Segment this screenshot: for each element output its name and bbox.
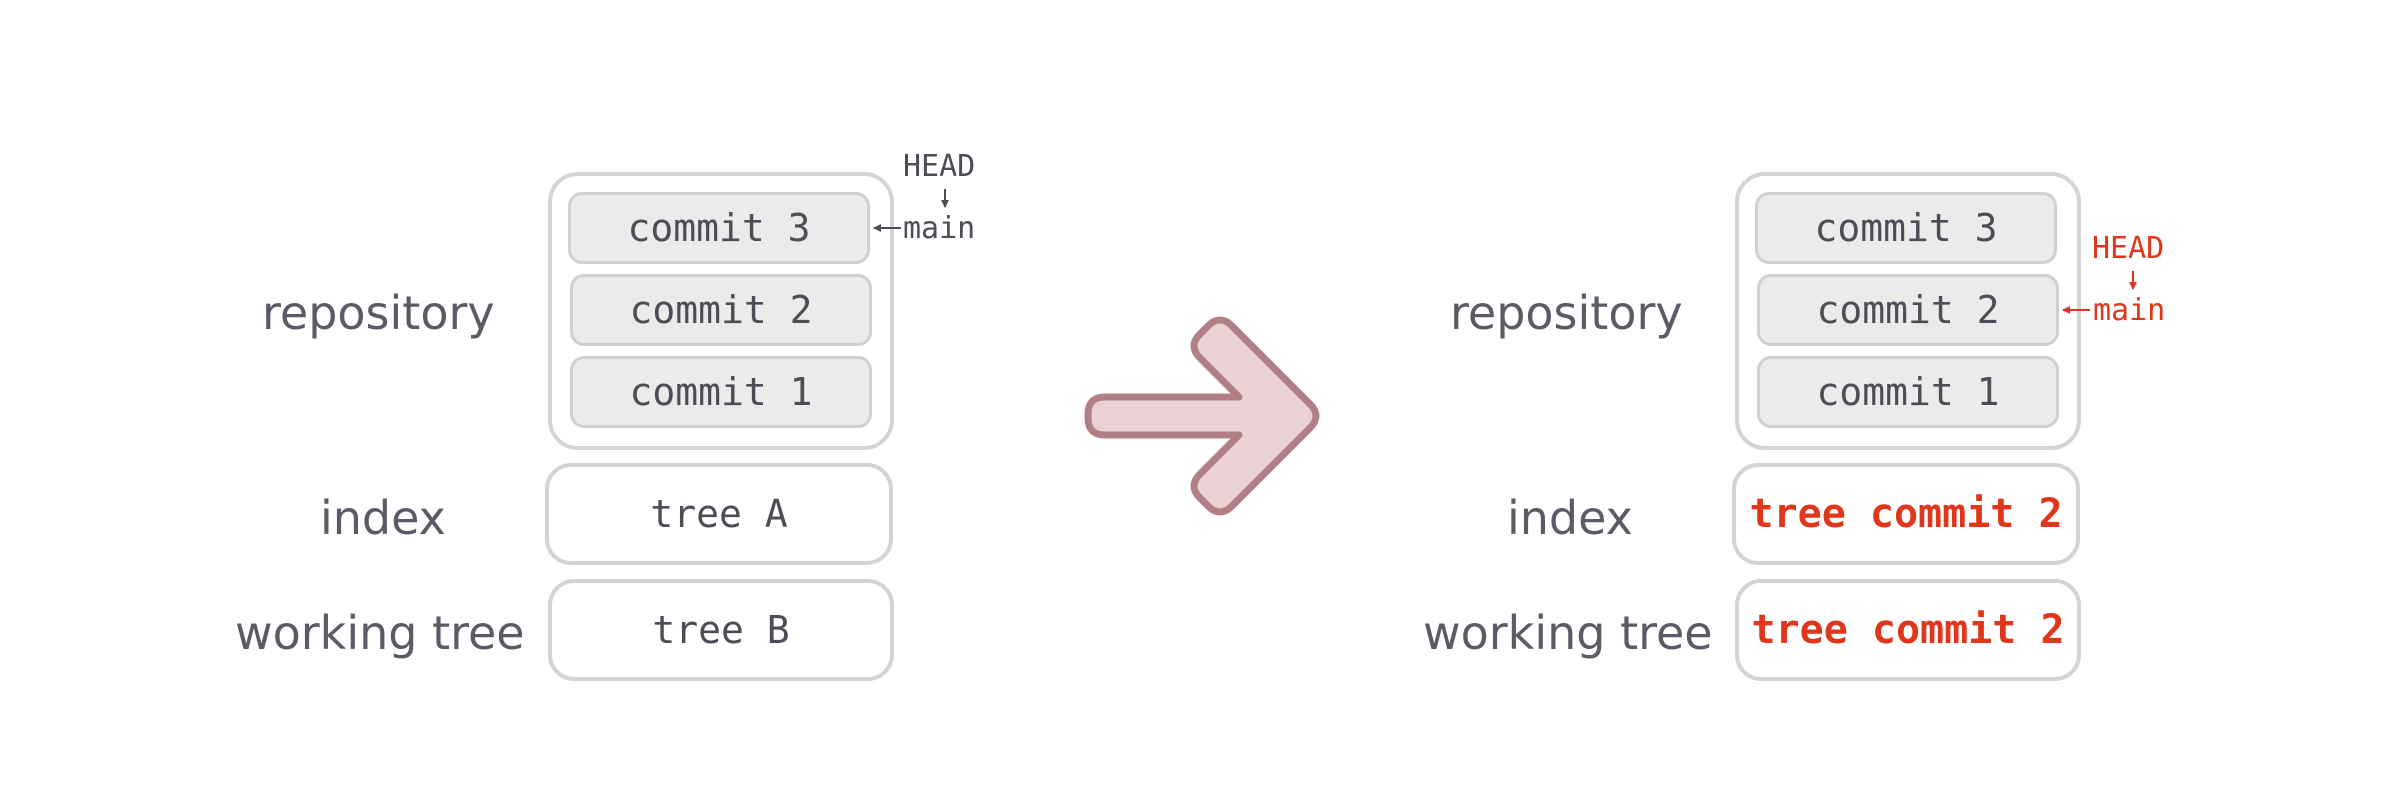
main-branch-ref: main xyxy=(2093,293,2166,328)
working-tree-box: tree B xyxy=(548,579,894,681)
commit-3-box: commit 3 xyxy=(568,192,870,264)
commit-2-box: commit 2 xyxy=(1757,274,2059,346)
commit-2-box: commit 2 xyxy=(570,274,872,346)
working-tree-box: tree commit 2 xyxy=(1735,579,2081,681)
index-label: index xyxy=(320,491,446,545)
index-tree-box: tree A xyxy=(545,463,893,565)
working-tree-label: working tree xyxy=(1423,606,1713,660)
index-tree-box: tree commit 2 xyxy=(1732,463,2080,565)
commit-1-box: commit 1 xyxy=(1757,356,2059,428)
repository-label: repository xyxy=(262,286,495,340)
working-tree-label: working tree xyxy=(235,606,525,660)
transition-arrow-icon xyxy=(1084,316,1320,516)
commit-1-box: commit 1 xyxy=(570,356,872,428)
commit-3-box: commit 3 xyxy=(1755,192,2057,264)
index-label: index xyxy=(1507,491,1633,545)
head-ref: HEAD xyxy=(903,149,976,184)
repository-label: repository xyxy=(1450,286,1683,340)
head-ref: HEAD xyxy=(2092,231,2165,266)
main-branch-ref: main xyxy=(903,211,976,246)
